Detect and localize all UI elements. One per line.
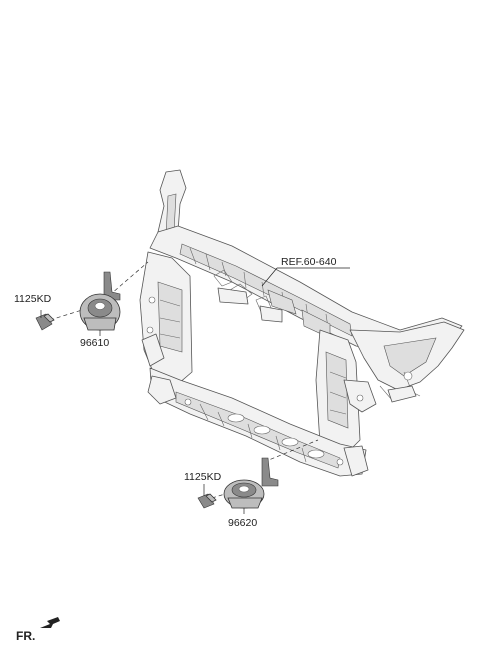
horn-right-icon [223, 479, 265, 509]
bolt-right-icon [197, 484, 217, 509]
reference-callout: REF.60-640 [261, 256, 350, 287]
horn-left-assembly: 1125KD 96610 [14, 261, 149, 349]
bolt-left-label: 1125KD [14, 293, 52, 305]
front-direction-indicator: FR. [16, 617, 60, 643]
horn-right-label: 96620 [228, 517, 257, 529]
horn-right-bracket [261, 457, 279, 487]
reference-label: REF.60-640 [281, 256, 337, 268]
front-end-module-carrier [139, 169, 465, 477]
horn-right-assembly: 1125KD 96620 [184, 439, 319, 529]
front-arrow-icon [40, 617, 60, 628]
bolt-left-icon [35, 310, 55, 331]
horn-left-icon [79, 293, 121, 331]
front-label: FR. [16, 629, 35, 643]
bolt-right-label: 1125KD [184, 471, 222, 483]
horn-left-label: 96610 [80, 337, 109, 349]
